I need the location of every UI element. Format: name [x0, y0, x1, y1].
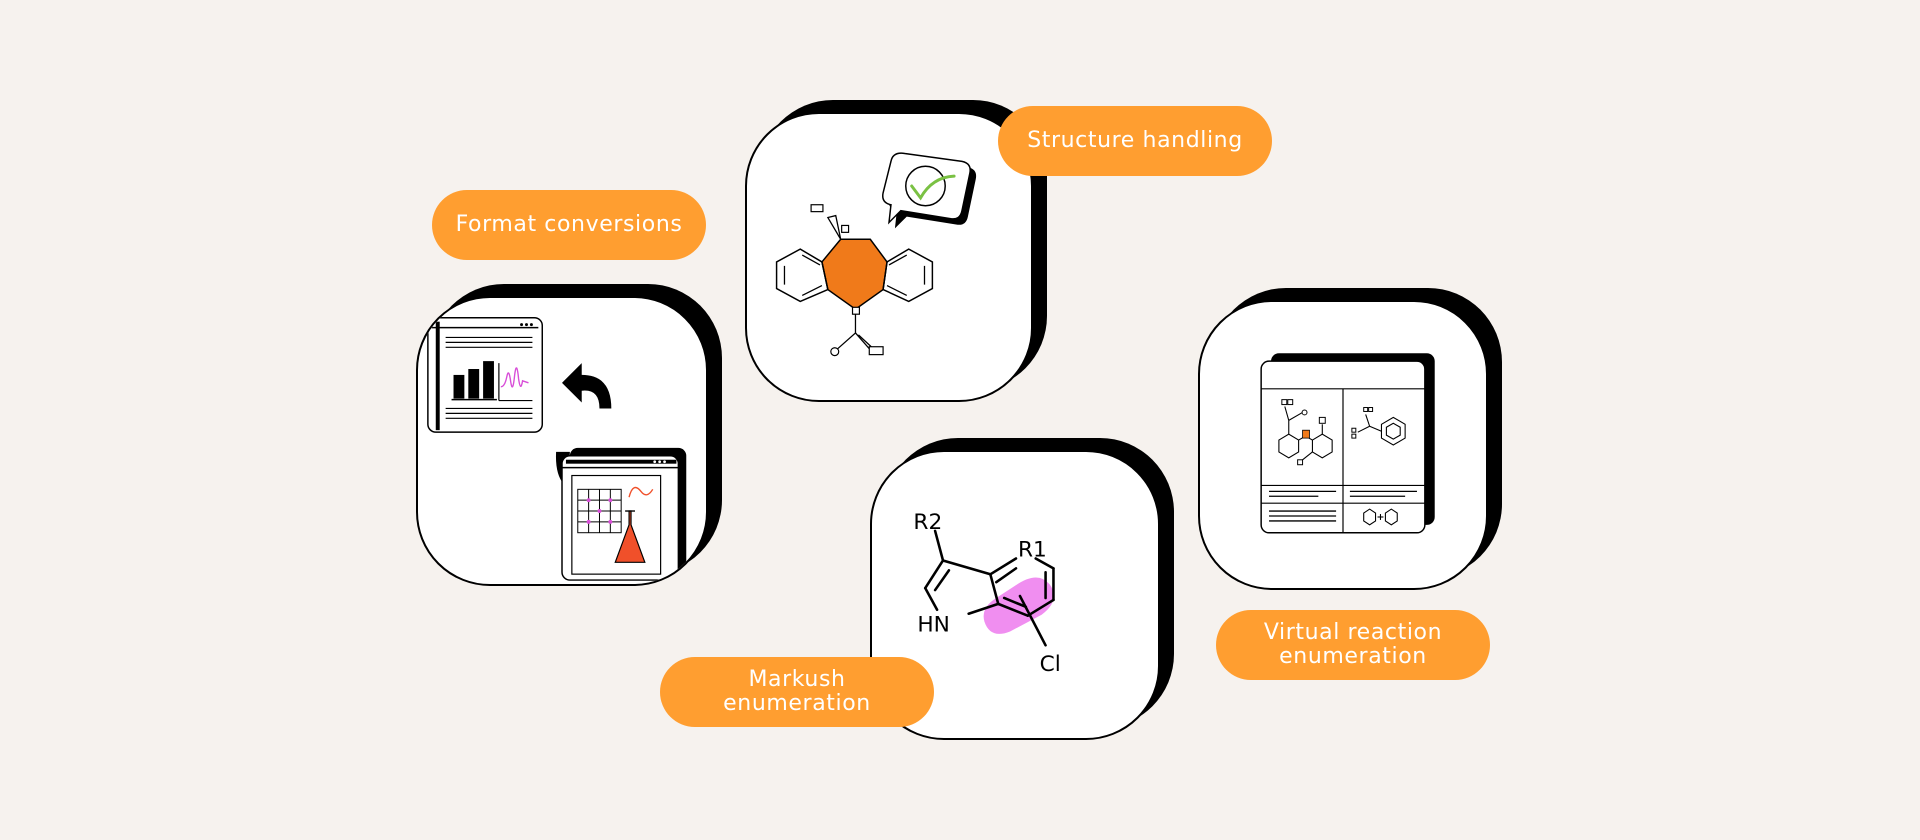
- cl-label: Cl: [1040, 652, 1061, 677]
- format-conversions-card: [416, 284, 722, 586]
- virtual-reaction-label: Virtual reaction enumeration: [1216, 610, 1490, 680]
- azaindole-markush-structure: R2 R1 HN Cl: [913, 510, 1061, 677]
- bar-1: [453, 374, 465, 399]
- card-face: [416, 296, 708, 586]
- format-conversion-illustration: [427, 316, 687, 581]
- bar-2: [468, 369, 480, 399]
- format-conversions-label: Format conversions: [432, 190, 706, 260]
- r2-label: R2: [913, 510, 942, 535]
- virtual-reaction-text-line1: Virtual reaction: [1263, 620, 1443, 645]
- structure-handling-text: Structure handling: [1027, 128, 1243, 153]
- variable-position-highlight: [983, 577, 1054, 634]
- virtual-reaction-card: [1198, 288, 1502, 590]
- markush-enumeration-label: Markush enumeration: [660, 657, 934, 727]
- reaction-window-illustration: [1260, 353, 1435, 534]
- right-benzene: [882, 248, 934, 303]
- card-face: [1198, 300, 1488, 590]
- report-document-icon: [427, 316, 544, 433]
- left-benzene: [775, 248, 829, 303]
- card-face: [745, 112, 1033, 402]
- speech-bubble: [882, 152, 977, 229]
- bar-3: [483, 361, 494, 399]
- check-icon: [910, 174, 956, 201]
- central-ring: [821, 238, 888, 311]
- arrow-up-icon: [562, 363, 612, 409]
- hn-label: HN: [917, 612, 950, 637]
- virtual-reaction-text-line2: enumeration: [1279, 644, 1427, 669]
- dibenzo-cycloheptane-structure: [775, 152, 977, 357]
- database-window-icon: [561, 447, 687, 581]
- markush-enumeration-text: Markush enumeration: [723, 667, 871, 716]
- structure-handling-card: [745, 100, 1047, 402]
- r1-label: R1: [1018, 538, 1047, 563]
- structure-handling-label: Structure handling: [998, 106, 1272, 176]
- format-conversions-text: Format conversions: [455, 212, 683, 237]
